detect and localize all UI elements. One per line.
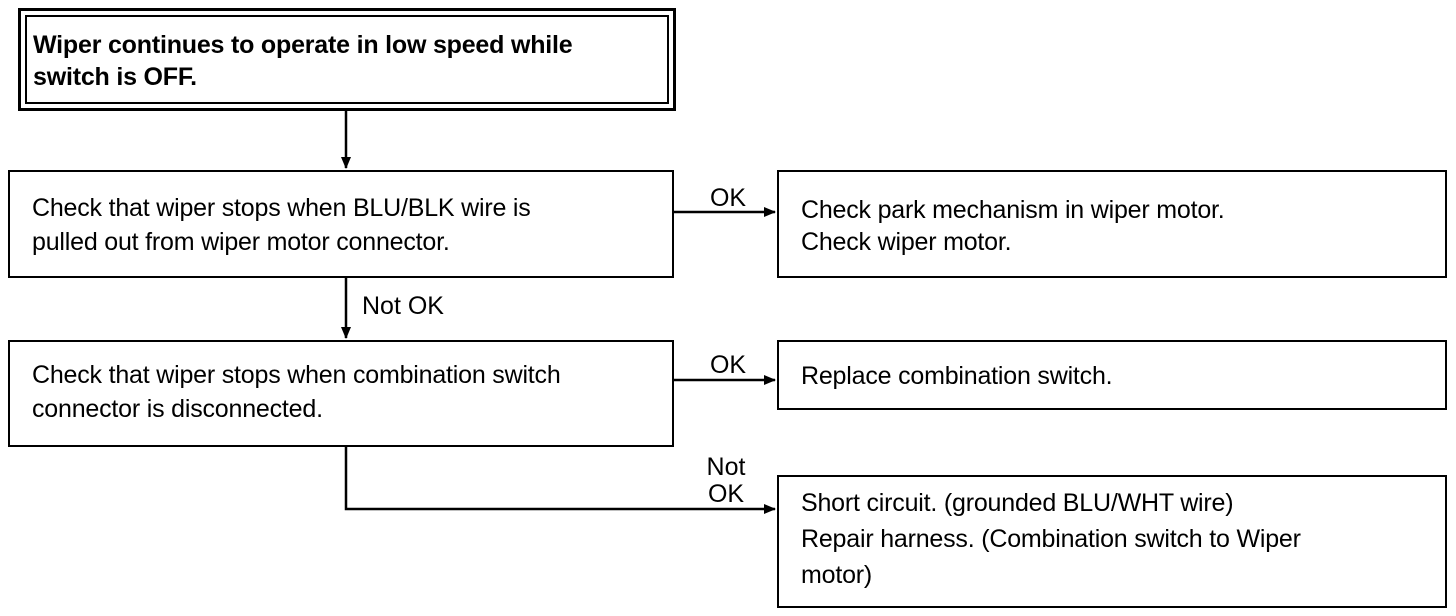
result1-line-2: Check wiper motor. bbox=[801, 228, 1012, 256]
step2-box: Check that wiper stops when combination … bbox=[8, 340, 674, 447]
result3-line-1: Short circuit. (grounded BLU/WHT wire) bbox=[801, 489, 1234, 517]
label-not-ok-2-line-2: OK bbox=[707, 480, 745, 508]
result3-box: Short circuit. (grounded BLU/WHT wire) R… bbox=[777, 475, 1447, 608]
result2-box: Replace combination switch. bbox=[777, 340, 1447, 410]
result3-line-2: Repair harness. (Combination switch to W… bbox=[801, 525, 1301, 553]
label-ok-1: OK bbox=[709, 184, 747, 212]
start-box-line-2: switch is OFF. bbox=[33, 63, 197, 91]
start-box-line-1: Wiper continues to operate in low speed … bbox=[33, 31, 573, 59]
label-ok-2: OK bbox=[709, 351, 747, 379]
step1-line-1: Check that wiper stops when BLU/BLK wire… bbox=[32, 194, 531, 222]
step1-box: Check that wiper stops when BLU/BLK wire… bbox=[8, 170, 674, 278]
result2-line-1: Replace combination switch. bbox=[801, 362, 1113, 390]
label-not-ok-2-line-1: Not bbox=[706, 453, 746, 481]
start-box: Wiper continues to operate in low speed … bbox=[18, 8, 676, 111]
start-box-inner-border bbox=[25, 15, 669, 104]
result1-line-1: Check park mechanism in wiper motor. bbox=[801, 196, 1225, 224]
result3-line-3: motor) bbox=[801, 561, 873, 589]
label-not-ok-1: Not OK bbox=[362, 292, 444, 320]
step1-line-2: pulled out from wiper motor connector. bbox=[32, 228, 450, 256]
step2-line-2: connector is disconnected. bbox=[32, 395, 323, 423]
arrow-step2-not-ok bbox=[344, 447, 776, 514]
result1-box: Check park mechanism in wiper motor. Che… bbox=[777, 170, 1447, 278]
step2-line-1: Check that wiper stops when combination … bbox=[32, 361, 561, 389]
